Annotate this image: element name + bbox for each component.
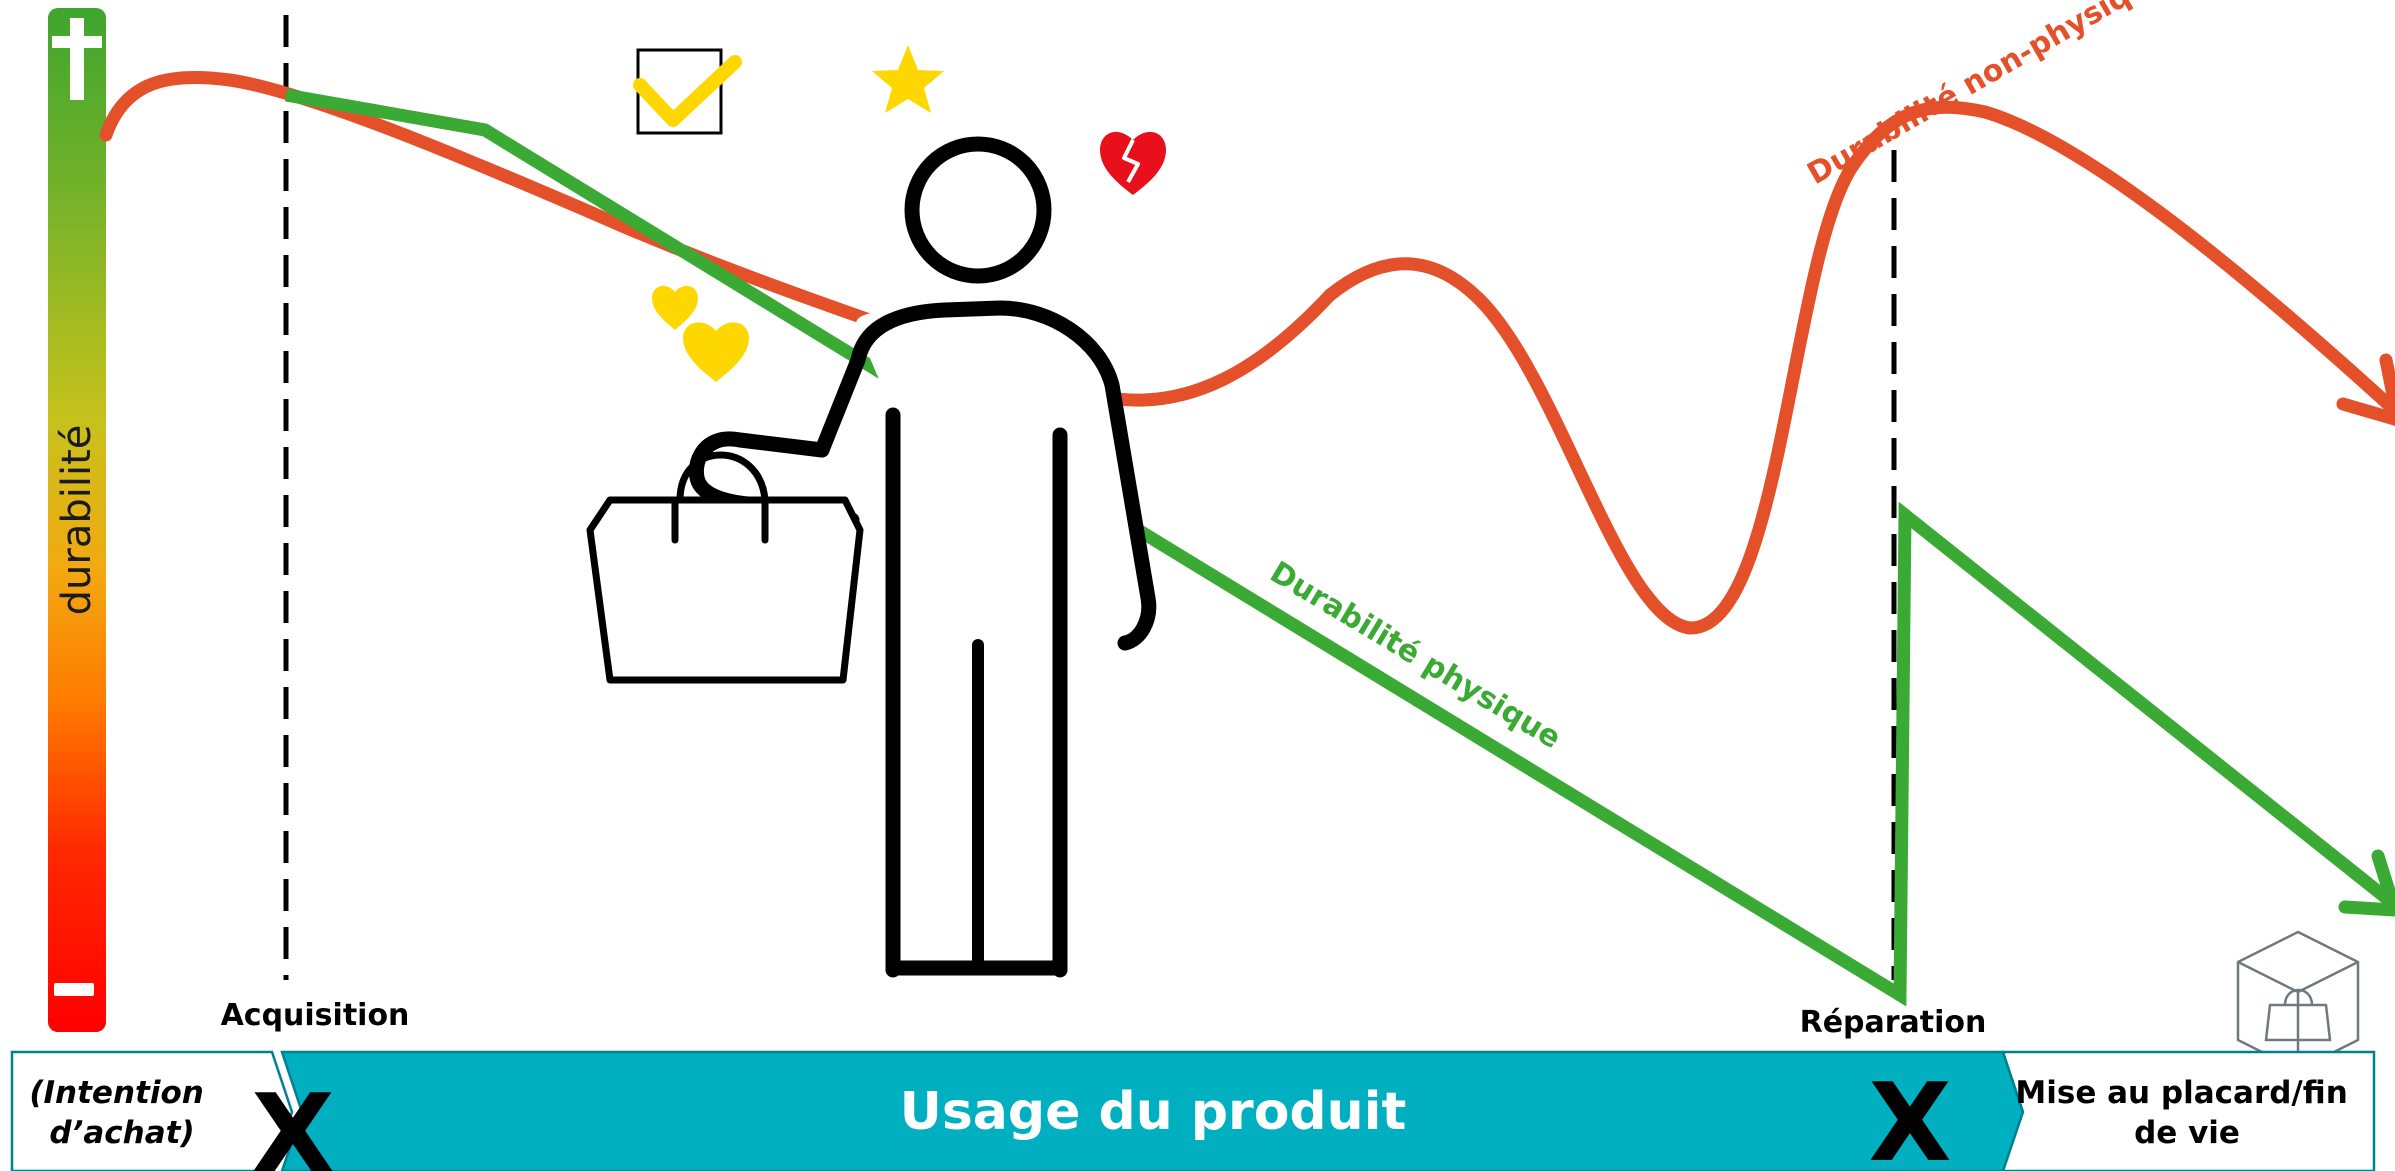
non-physical-curve-label: Durabilité non-physique: [1802, 0, 2173, 192]
acquisition-label: Acquisition: [221, 998, 410, 1033]
broken-heart-icon: [1100, 132, 1166, 195]
star-icon: [872, 45, 944, 113]
minus-icon: [54, 983, 94, 996]
physical-curve-label: Durabilité physique: [1264, 555, 1567, 756]
hearts-icon: [652, 286, 749, 382]
durability-axis: durabilité: [48, 8, 106, 1032]
boxed-bag-icon: [2238, 932, 2358, 1070]
repair-label: Réparation: [1800, 1005, 1987, 1040]
timeline-band: (Intention d’achat) Usage du produit Mis…: [12, 1052, 2374, 1171]
non-physical-durability-curve: [106, 77, 2395, 628]
checkbox-check-icon: [638, 50, 735, 133]
cross-mark-acquisition: X: [251, 1072, 334, 1171]
stage-intention-chevron: [12, 1052, 292, 1171]
cross-mark-repair: X: [1868, 1061, 1951, 1171]
person-with-handbag-icon: [590, 144, 1149, 972]
durability-axis-label: durabilité: [54, 425, 100, 616]
stage-end-of-life-chevron: [2003, 1052, 2374, 1171]
stage-usage-label: Usage du produit: [900, 1082, 1407, 1142]
